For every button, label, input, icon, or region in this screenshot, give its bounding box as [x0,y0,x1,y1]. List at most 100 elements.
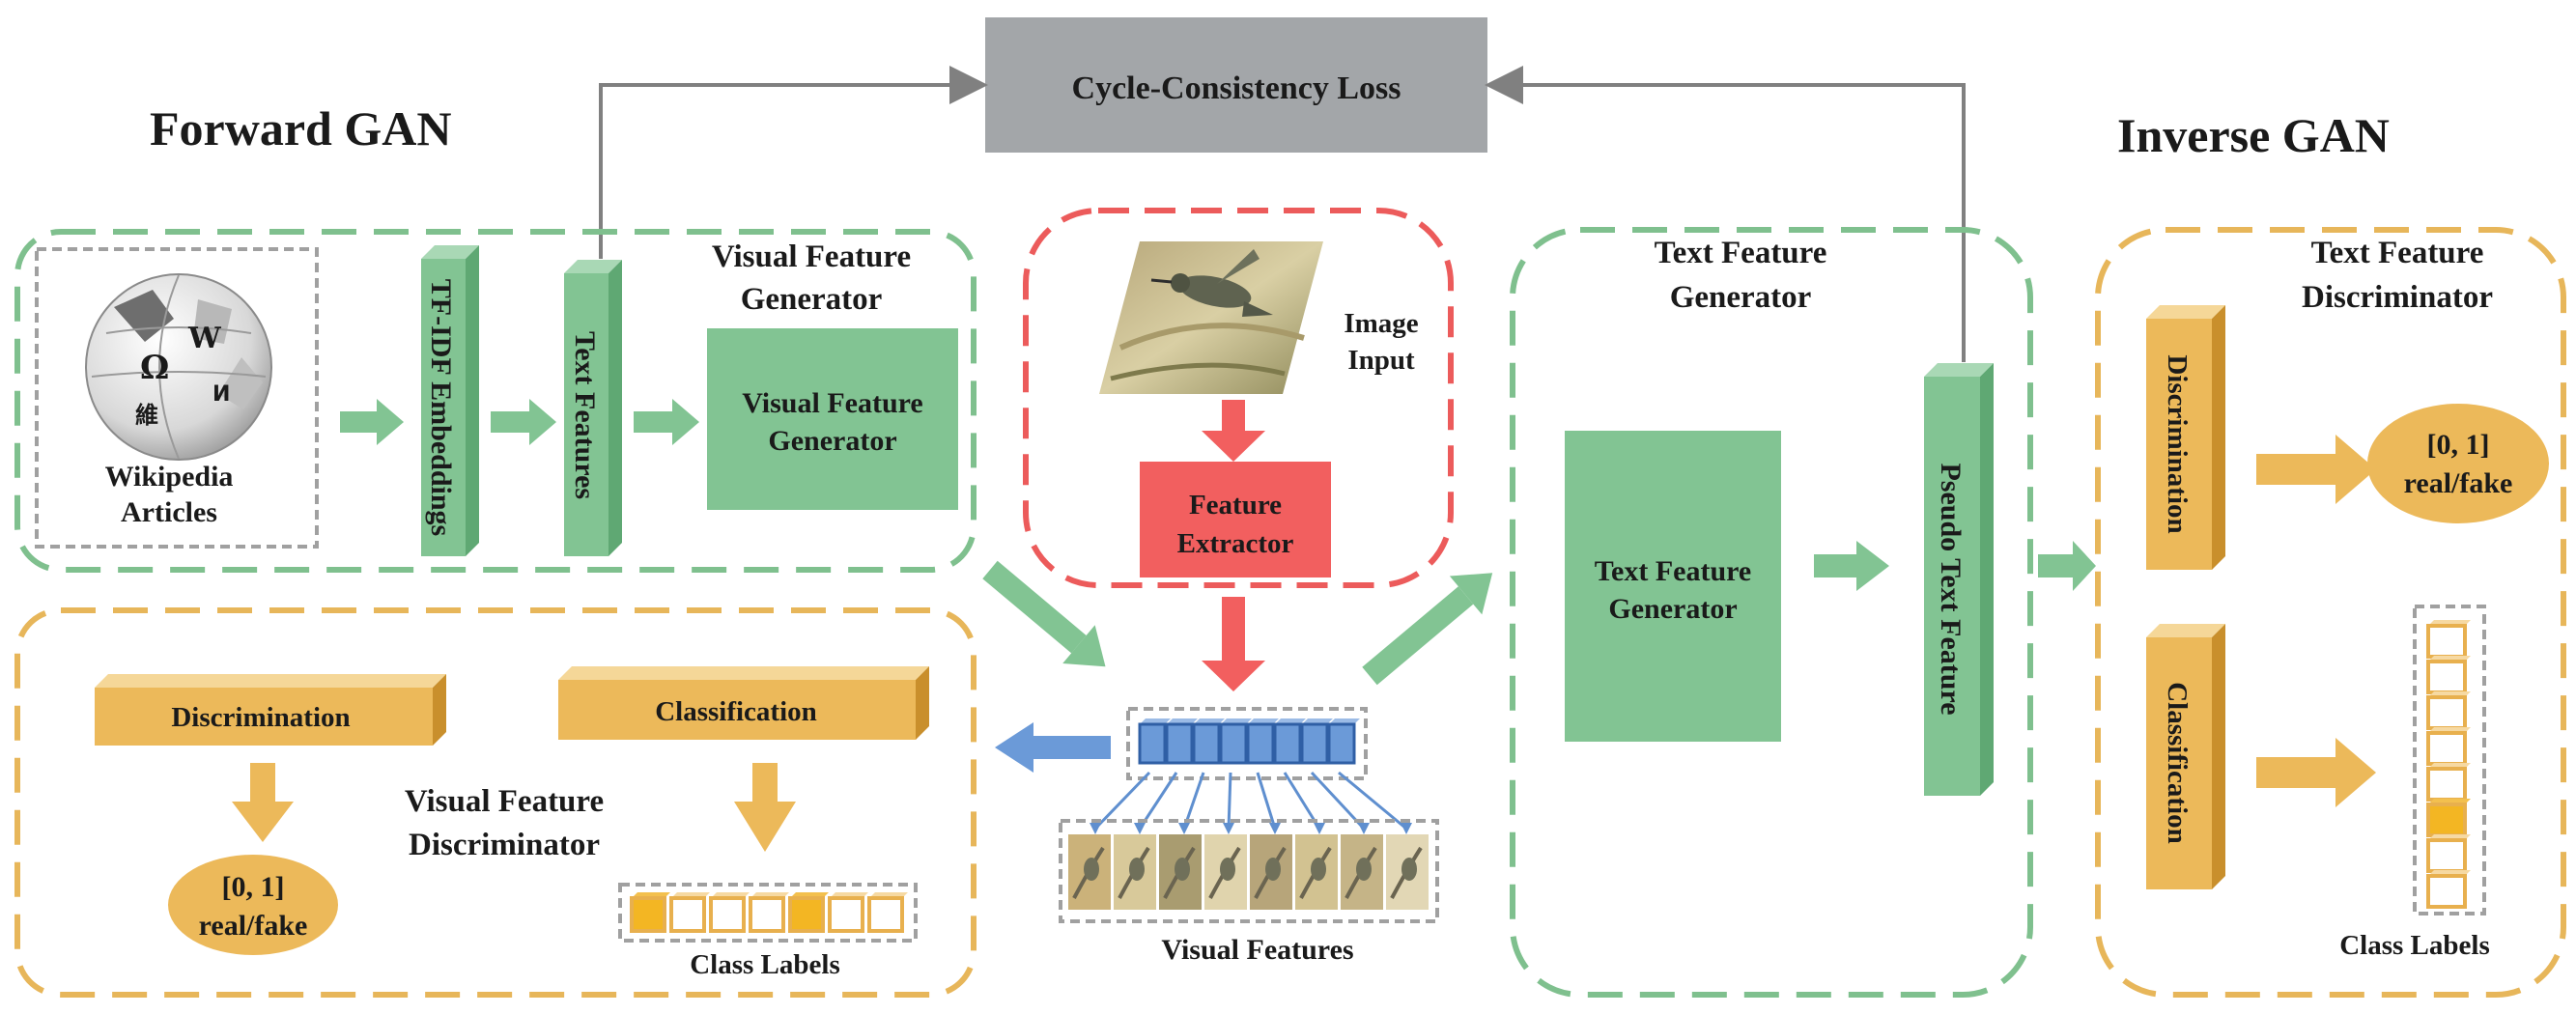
vfd-classification-label: Classification [655,696,817,727]
pseudo-text-feature-label: Pseudo Text Feature [1935,463,1967,715]
feature-extractor-group: Image Input Feature Extractor [1023,208,1454,588]
feature-extractor-box [1140,462,1331,577]
vfd-class-labels-caption: Class Labels [690,949,840,980]
tfd-dashed-border [2095,227,2566,998]
fan-out-arrow [1227,772,1232,830]
class-label-cell [709,892,750,933]
text-features-label: Text Features [569,331,601,499]
vfd-classification-bar: Classification [558,666,929,740]
fan-out-arrow [1093,771,1151,831]
cycle-loss-arrows [599,66,1966,362]
tfidf-label: TF-IDF Embeddings [425,279,457,536]
class-label-cell [2426,691,2471,730]
class-label-cell [2426,656,2471,694]
class-label-cell [2426,799,2471,837]
feature-vector-cell [1246,718,1279,765]
vfd-discrimination-bar: Discrimination [95,674,446,746]
tfd-right-arrow-bottom [2256,738,2376,807]
feature-vector-cell [1273,718,1306,765]
tfg-dashed-border [1510,227,2033,998]
tfidf-to-text-features-arrow [491,411,529,433]
tfd-classification-bar: Classification [2146,624,2225,889]
vfg-title-line2: Generator [741,282,883,317]
visual-feature-patch [1159,834,1202,910]
wiki-to-tfidf-arrow [340,411,377,433]
wikipedia-label-line2: Articles [121,496,217,528]
tfd-class-labels-box [2413,605,2486,915]
image-input-line1: Image [1344,308,1418,339]
class-label-cell [2426,834,2471,873]
tfg-box-line1: Text Feature [1595,555,1751,587]
visual-feature-patch [1068,834,1111,910]
vfg-box [707,328,958,510]
class-label-cell [867,892,908,933]
feature-vector-cell [1138,718,1171,765]
patches-dashed-box [1059,819,1439,923]
visual-features-to-vfd-arrow [995,722,1111,773]
class-label-cell [788,892,829,933]
class-label-cell [749,892,789,933]
svg-text:維: 維 [135,402,158,429]
visual-feature-vector [1126,707,1368,780]
feature-vector-cell [1192,718,1225,765]
feature-vector-cell [1165,718,1198,765]
pseudo-to-tfd-arrow [2038,554,2073,577]
wikipedia-box [35,247,319,549]
vfd-down-arrow-right [734,763,796,852]
vfg-title-line1: Visual Feature [712,239,911,274]
class-label-cell [630,892,670,933]
tfidf-to-text-features-arrowhead [529,399,556,445]
feature-extractor-line2: Extractor [1177,528,1294,559]
extractor-to-visual-features-arrow [1202,597,1265,691]
class-label-cell [2426,727,2471,766]
visual-feature-patch [1250,834,1292,910]
wikipedia-globe-icon: Ω W 維 И [85,273,272,461]
visual-feature-patch [1204,834,1247,910]
vfd-title-line2: Discriminator [409,828,600,862]
tfg-title-line1: Text Feature [1655,236,1827,270]
tfg-box-line2: Generator [1608,593,1737,625]
visual-feature-generator-group: Visual Feature Generator Ω W 維 И Wikiped… [14,229,977,573]
cycle-loss-label: Cycle-Consistency Loss [1072,70,1401,106]
feature-extractor-line1: Feature [1189,490,1282,521]
text-features-to-vfg-arrowhead [672,399,699,445]
class-label-cell [2426,870,2471,909]
tfd-discrimination-bar: Discrimination [2146,305,2225,570]
tfd-classification-label: Classification [2162,682,2193,844]
tfg-box [1565,431,1781,742]
pseudo-feature-to-loss-arrow [1485,66,1966,362]
vfd-class-label-cells [630,892,908,933]
class-label-cell [828,892,868,933]
vfg-dashed-border [14,229,977,573]
svg-text:W: W [187,322,222,355]
cycle-loss-box [985,17,1487,153]
tfd-discrimination-label: Discrimination [2162,354,2193,533]
text-feature-generator-group: Text Feature Generator Text Feature Gene… [1510,227,2033,998]
vfd-output-line2: real/fake [199,910,308,942]
wiki-to-tfidf-arrowhead [377,399,404,445]
tfg-title-line2: Generator [1670,280,1812,315]
feature-vector-cell [1327,718,1360,765]
tfd-title-line2: Discriminator [2302,280,2493,315]
cycle-consistency-loss: Cycle-Consistency Loss [985,17,1487,153]
visual-feature-patch [1295,834,1338,910]
pseudo-to-tfd-arrowhead [2073,541,2096,591]
vfd-output-ellipse [168,855,338,955]
tfd-class-label-cells [2426,620,2471,909]
vfg-box-line2: Generator [768,425,896,457]
tfd-class-labels-caption: Class Labels [2339,930,2490,961]
tfd-output-line2: real/fake [2404,467,2513,499]
vfd-output-line1: [0, 1] [222,871,285,903]
text-feature-discriminator-group: Text Feature Discriminator Discriminatio… [2095,227,2566,998]
svg-text:И: И [212,382,230,407]
forward-gan-title: Forward GAN [150,101,451,155]
extractor-dashed-border [1023,208,1454,588]
vfd-title-line1: Visual Feature [405,784,604,819]
image-to-extractor-arrow [1202,400,1265,462]
feature-fan-out-arrows [1090,771,1412,834]
hummingbird-icon [1150,249,1273,317]
tfg-to-pseudo-arrow [1814,554,1856,577]
visual-features-caption: Visual Features [1161,934,1353,966]
class-label-cell [669,892,710,933]
feature-vector-cell [1300,718,1333,765]
